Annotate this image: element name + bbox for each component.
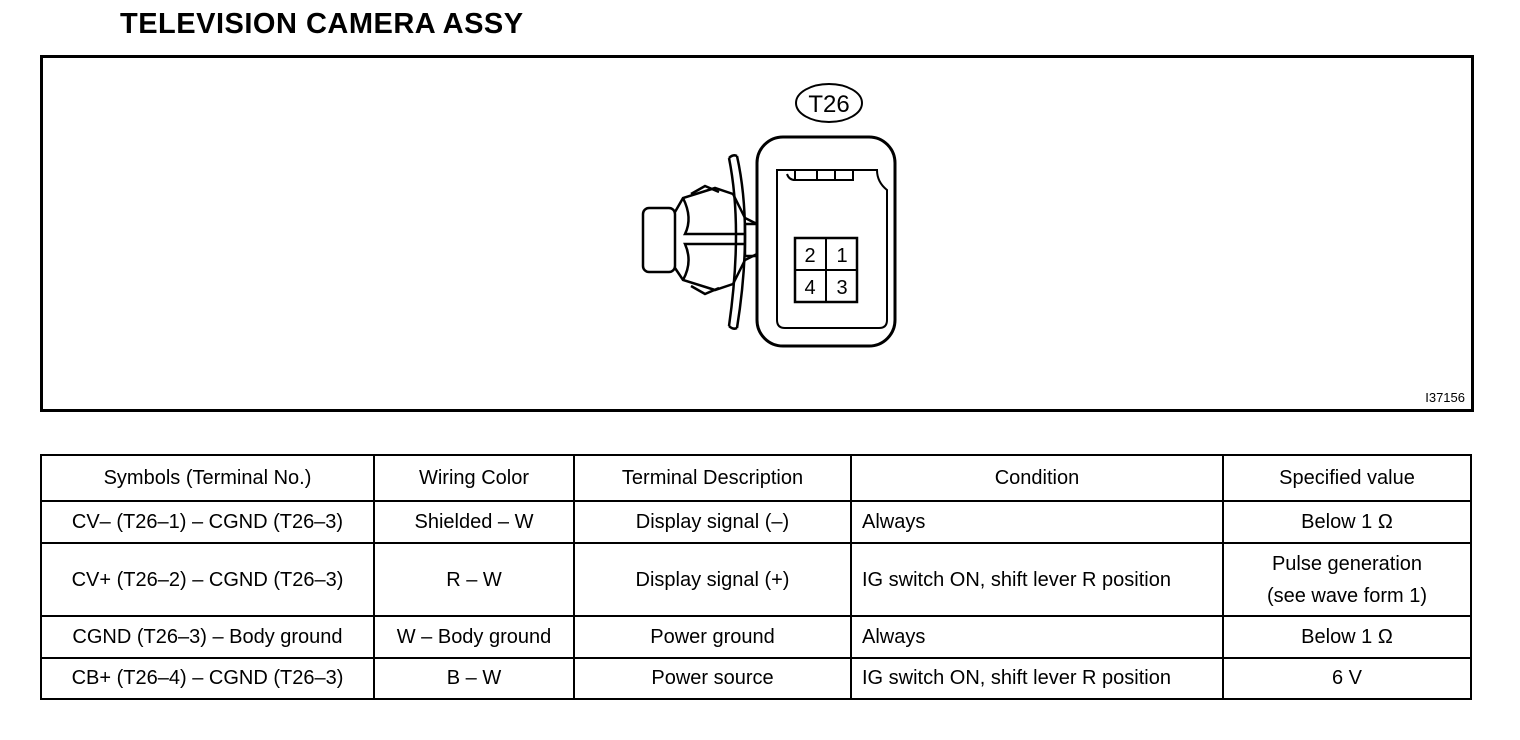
- table-row: CV– (T26–1) – CGND (T26–3) Shielded – W …: [40, 500, 1472, 544]
- pin-number: 2: [804, 245, 815, 267]
- description-cell: Power source: [573, 657, 852, 700]
- table-header-row: Symbols (Terminal No.) Wiring Color Term…: [40, 454, 1472, 502]
- table-row: CB+ (T26–4) – CGND (T26–3) B – W Power s…: [40, 657, 1472, 700]
- symbols-cell: CGND (T26–3) – Body ground: [40, 615, 375, 659]
- condition-cell: IG switch ON, shift lever R position: [850, 657, 1224, 700]
- specified-value-cell: Pulse generation (see wave form 1): [1222, 542, 1472, 617]
- terminal-spec-table: Symbols (Terminal No.) Wiring Color Term…: [40, 454, 1472, 700]
- connector-key: [794, 170, 854, 181]
- description-cell: Display signal (–): [573, 500, 852, 544]
- connector-label: T26: [808, 91, 849, 118]
- column-header: Specified value: [1222, 454, 1472, 502]
- figure-id: I37156: [1425, 390, 1465, 405]
- symbols-cell: CV+ (T26–2) – CGND (T26–3): [40, 542, 375, 617]
- connector-housing: [755, 135, 897, 348]
- wiring-color-cell: R – W: [373, 542, 575, 617]
- connector-face: [776, 169, 888, 329]
- column-header: Wiring Color: [373, 454, 575, 502]
- specified-value-line: Pulse generation: [1271, 552, 1423, 575]
- connector-latch: [641, 154, 758, 330]
- symbols-cell: CV– (T26–1) – CGND (T26–3): [40, 500, 375, 544]
- pin-number: 4: [804, 277, 815, 299]
- wiring-color-cell: Shielded – W: [373, 500, 575, 544]
- connector-label-oval: [795, 83, 863, 123]
- description-cell: Power ground: [573, 615, 852, 659]
- condition-cell: IG switch ON, shift lever R position: [850, 542, 1224, 617]
- column-header: Condition: [850, 454, 1224, 502]
- connector-figure: T26 2 1 4 3: [40, 55, 1474, 412]
- pin-number: 3: [836, 277, 847, 299]
- description-cell: Display signal (+): [573, 542, 852, 617]
- specified-value-cell: Below 1 Ω: [1222, 500, 1472, 544]
- wiring-color-cell: B – W: [373, 657, 575, 700]
- wiring-color-cell: W – Body ground: [373, 615, 575, 659]
- condition-cell: Always: [850, 615, 1224, 659]
- specified-value-line: (see wave form 1): [1266, 584, 1428, 607]
- connector-drawing: T26 2 1 4 3: [641, 83, 897, 348]
- table-row: CGND (T26–3) – Body ground W – Body grou…: [40, 615, 1472, 659]
- page-title: TELEVISION CAMERA ASSY: [120, 8, 524, 40]
- specified-value-cell: 6 V: [1222, 657, 1472, 700]
- column-header: Terminal Description: [573, 454, 852, 502]
- table-row: CV+ (T26–2) – CGND (T26–3) R – W Display…: [40, 542, 1472, 617]
- condition-cell: Always: [850, 500, 1224, 544]
- specified-value-cell: Below 1 Ω: [1222, 615, 1472, 659]
- column-header: Symbols (Terminal No.): [40, 454, 375, 502]
- pin-number: 1: [836, 245, 847, 267]
- symbols-cell: CB+ (T26–4) – CGND (T26–3): [40, 657, 375, 700]
